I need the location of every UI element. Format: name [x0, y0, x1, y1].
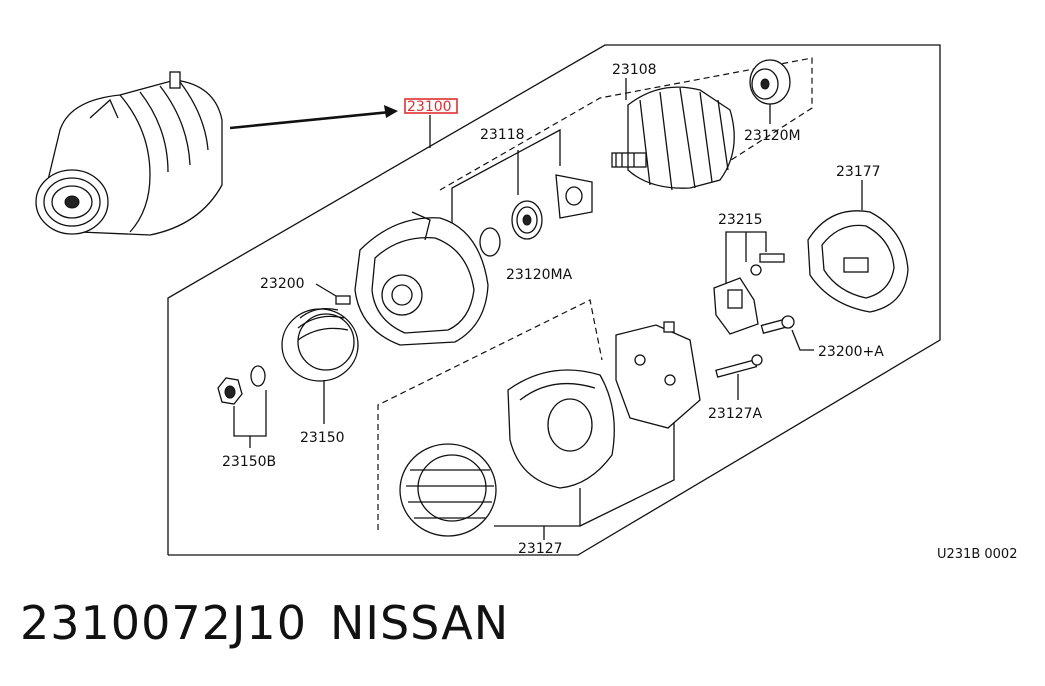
bearing-m-part [749, 59, 791, 105]
rotor-subframe [439, 57, 813, 191]
bolt-a-part-label: 23200+A [818, 344, 884, 360]
exploded-parts-diagram: 23100 23118 23120MA 23108 [35, 44, 1017, 562]
rear-cover-part [807, 210, 909, 313]
regulator-part-label: 23215 [718, 212, 763, 228]
screw-callout[interactable]: 23200 [260, 276, 337, 297]
bearing-m-callout[interactable]: 23120M [744, 104, 801, 144]
screw-part [335, 295, 351, 305]
rectifier-part [615, 321, 701, 429]
nut-washer-part-label: 23150B [222, 454, 276, 470]
stator-part [399, 443, 497, 537]
stator-set-callout[interactable]: 23127 [494, 422, 675, 557]
pulley-part [281, 307, 359, 382]
screw-part-label: 23200 [260, 276, 305, 292]
footer-brand-name: NISSAN [330, 596, 510, 650]
bolt-a-part [760, 315, 795, 335]
rotor-callout[interactable]: 23108 [612, 62, 657, 100]
alternator-assembly-illustration [35, 71, 223, 236]
pulley-callout[interactable]: 23150 [300, 380, 345, 446]
washer-part [250, 365, 266, 387]
nut-washer-callout[interactable]: 23150B [222, 390, 276, 470]
bearing-m-part-label: 23120M [744, 128, 801, 144]
through-bolt-part-label: 23127A [708, 406, 763, 422]
front-housing-part [507, 369, 615, 489]
regulator-callout[interactable]: 23215 [718, 212, 767, 290]
through-bolt-part [715, 354, 763, 378]
footer-part-number: 2310072J10 [20, 596, 307, 650]
rear-cover-part-label: 23118 [480, 127, 525, 143]
bearing-ma-callout[interactable]: 23120MA [506, 267, 573, 283]
assembly-part-label: 23100 [407, 99, 452, 115]
bolt-a-callout[interactable]: 23200+A [791, 329, 884, 360]
seal-plate-part [555, 174, 593, 219]
pulley-part-label: 23150 [300, 430, 345, 446]
assembly-arrow [229, 105, 398, 130]
assembly-callout[interactable]: 23100 [404, 98, 458, 148]
cover-part-label: 23177 [836, 164, 881, 180]
diagram-code-label: U231B 0002 [937, 547, 1017, 562]
regulator-part [713, 277, 759, 335]
rear-cover-callout[interactable]: 23118 [451, 127, 561, 240]
rotor-part-label: 23108 [612, 62, 657, 78]
diagram-frame [167, 44, 941, 556]
nut-part [217, 377, 243, 405]
regulator-screws [750, 253, 785, 276]
bearing-ma-part [511, 200, 543, 240]
rear-cover-housing [354, 211, 489, 346]
rotor-part [611, 86, 735, 191]
through-bolt-callout[interactable]: 23127A [708, 374, 763, 422]
bearing-ma-part-label: 23120MA [506, 267, 573, 283]
stator-set-part-label: 23127 [518, 541, 563, 557]
cover-callout[interactable]: 23177 [836, 164, 881, 210]
stator-subframe [377, 299, 603, 530]
gasket-ring [479, 227, 501, 257]
